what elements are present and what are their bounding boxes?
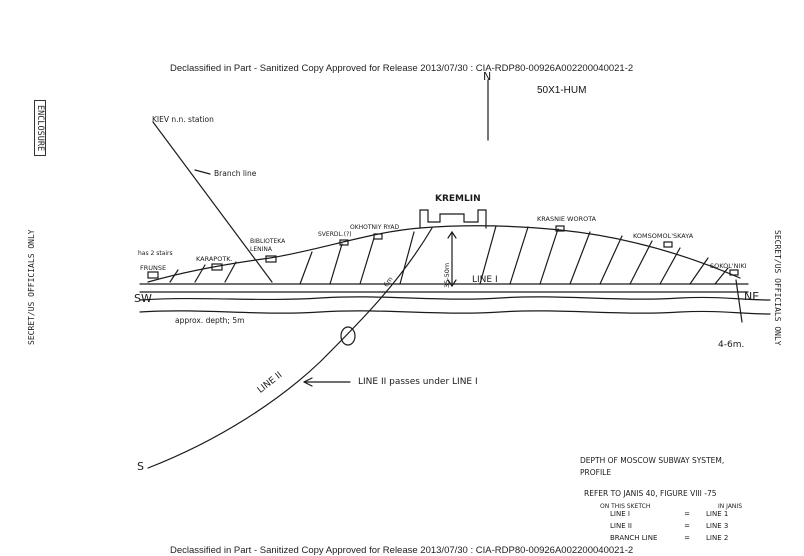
station-label: SVERDL.(?) bbox=[318, 231, 352, 238]
sketch-line: BRANCH LINE bbox=[610, 534, 658, 542]
depth-right-note: 4-6m. bbox=[718, 340, 745, 350]
document-code: 50X1-HUM bbox=[537, 85, 587, 96]
station-label: SOKOL'NIKI bbox=[710, 262, 747, 270]
declassification-banner-top: Declassified in Part - Sanitized Copy Ap… bbox=[170, 63, 634, 74]
depth-center-note: 35-50m bbox=[443, 262, 451, 288]
table-row: LINE I = LINE 1 bbox=[610, 508, 766, 520]
table-row: BRANCH LINE = LINE 2 bbox=[610, 532, 766, 544]
station-label: BIBLIOTEKA LENINA bbox=[250, 238, 286, 253]
kremlin-label: KREMLIN bbox=[435, 194, 481, 204]
line-one-label: LINE I bbox=[472, 275, 498, 285]
station-label: KARAPOTK. bbox=[196, 255, 233, 263]
southwest-label: SW bbox=[134, 292, 152, 305]
caption-head-right: IN JANIS bbox=[718, 503, 742, 510]
equals: = bbox=[684, 534, 690, 542]
north-label: N bbox=[483, 70, 492, 83]
equals: = bbox=[684, 522, 690, 530]
caption-reference: REFER TO JANIS 40, FIGURE VIII -75 bbox=[584, 489, 717, 498]
stairs-note: has 2 stairs bbox=[138, 250, 173, 257]
kiev-station-label: KIEV n.n. station bbox=[152, 115, 214, 124]
janis-line: LINE 1 bbox=[706, 510, 729, 518]
station-label: OKHOTNIY RYAD bbox=[350, 224, 400, 231]
caption-title: DEPTH OF MOSCOW SUBWAY SYSTEM, bbox=[580, 456, 725, 465]
line-two-note: LINE II passes under LINE I bbox=[358, 377, 478, 387]
approx-depth-note: approx. depth; 5m bbox=[175, 316, 245, 325]
equals: = bbox=[684, 510, 690, 518]
janis-line: LINE 3 bbox=[706, 522, 729, 530]
table-row: LINE II = LINE 3 bbox=[610, 520, 766, 532]
line-mapping-table: LINE I = LINE 1 LINE II = LINE 3 BRANCH … bbox=[610, 508, 766, 544]
caption-head-left: ON THIS SKETCH bbox=[600, 503, 651, 510]
declassification-banner-bottom: Declassified in Part - Sanitized Copy Ap… bbox=[170, 545, 634, 556]
northeast-label: NE bbox=[744, 290, 760, 303]
station-label: KOMSOMOL'SKAYA bbox=[633, 232, 694, 240]
sketch-line: LINE I bbox=[610, 510, 630, 518]
station-label: FRUNSE bbox=[140, 264, 167, 272]
station-label: KRASNIE WOROTA bbox=[537, 215, 597, 223]
south-label: S bbox=[137, 460, 144, 473]
branch-line-label: Branch line bbox=[214, 169, 257, 178]
janis-line: LINE 2 bbox=[706, 534, 729, 542]
caption-subtitle: PROFILE bbox=[580, 468, 612, 477]
sketch-line: LINE II bbox=[610, 522, 632, 530]
